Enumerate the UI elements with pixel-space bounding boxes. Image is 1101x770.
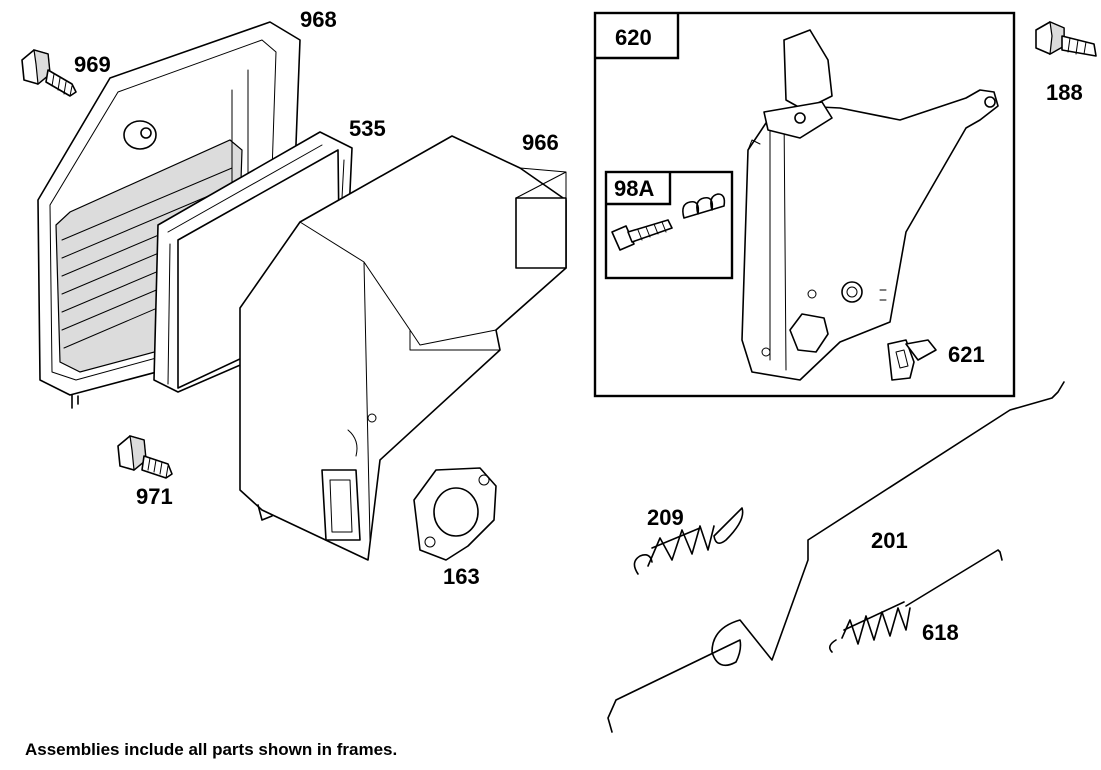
label-966: 966 (522, 130, 559, 155)
label-188: 188 (1046, 80, 1083, 105)
label-969: 969 (74, 52, 111, 77)
label-209: 209 (647, 505, 684, 530)
label-535: 535 (349, 116, 386, 141)
label-621: 621 (948, 342, 985, 367)
spring-98a (682, 193, 726, 219)
label-98a: 98A (614, 176, 654, 201)
assembly-frame-98a (604, 170, 734, 280)
air-cleaner-cover-966 (239, 135, 567, 561)
footnote: Assemblies include all parts shown in fr… (25, 740, 397, 759)
label-618: 618 (922, 620, 959, 645)
screw-971 (117, 435, 173, 479)
label-163: 163 (443, 564, 480, 589)
screw-188 (1035, 21, 1097, 57)
spring-209 (633, 507, 744, 575)
assembly-frame-620 (593, 11, 1016, 398)
spring-618 (828, 549, 1003, 653)
clip-621 (887, 339, 937, 381)
control-bracket (741, 29, 999, 381)
governor-link-201 (607, 381, 1065, 733)
gasket-163 (413, 467, 497, 561)
label-620: 620 (615, 25, 652, 50)
label-971: 971 (136, 484, 173, 509)
label-968: 968 (300, 7, 337, 32)
screw-969 (21, 49, 77, 97)
label-201: 201 (871, 528, 908, 553)
screw-98a (611, 219, 673, 251)
